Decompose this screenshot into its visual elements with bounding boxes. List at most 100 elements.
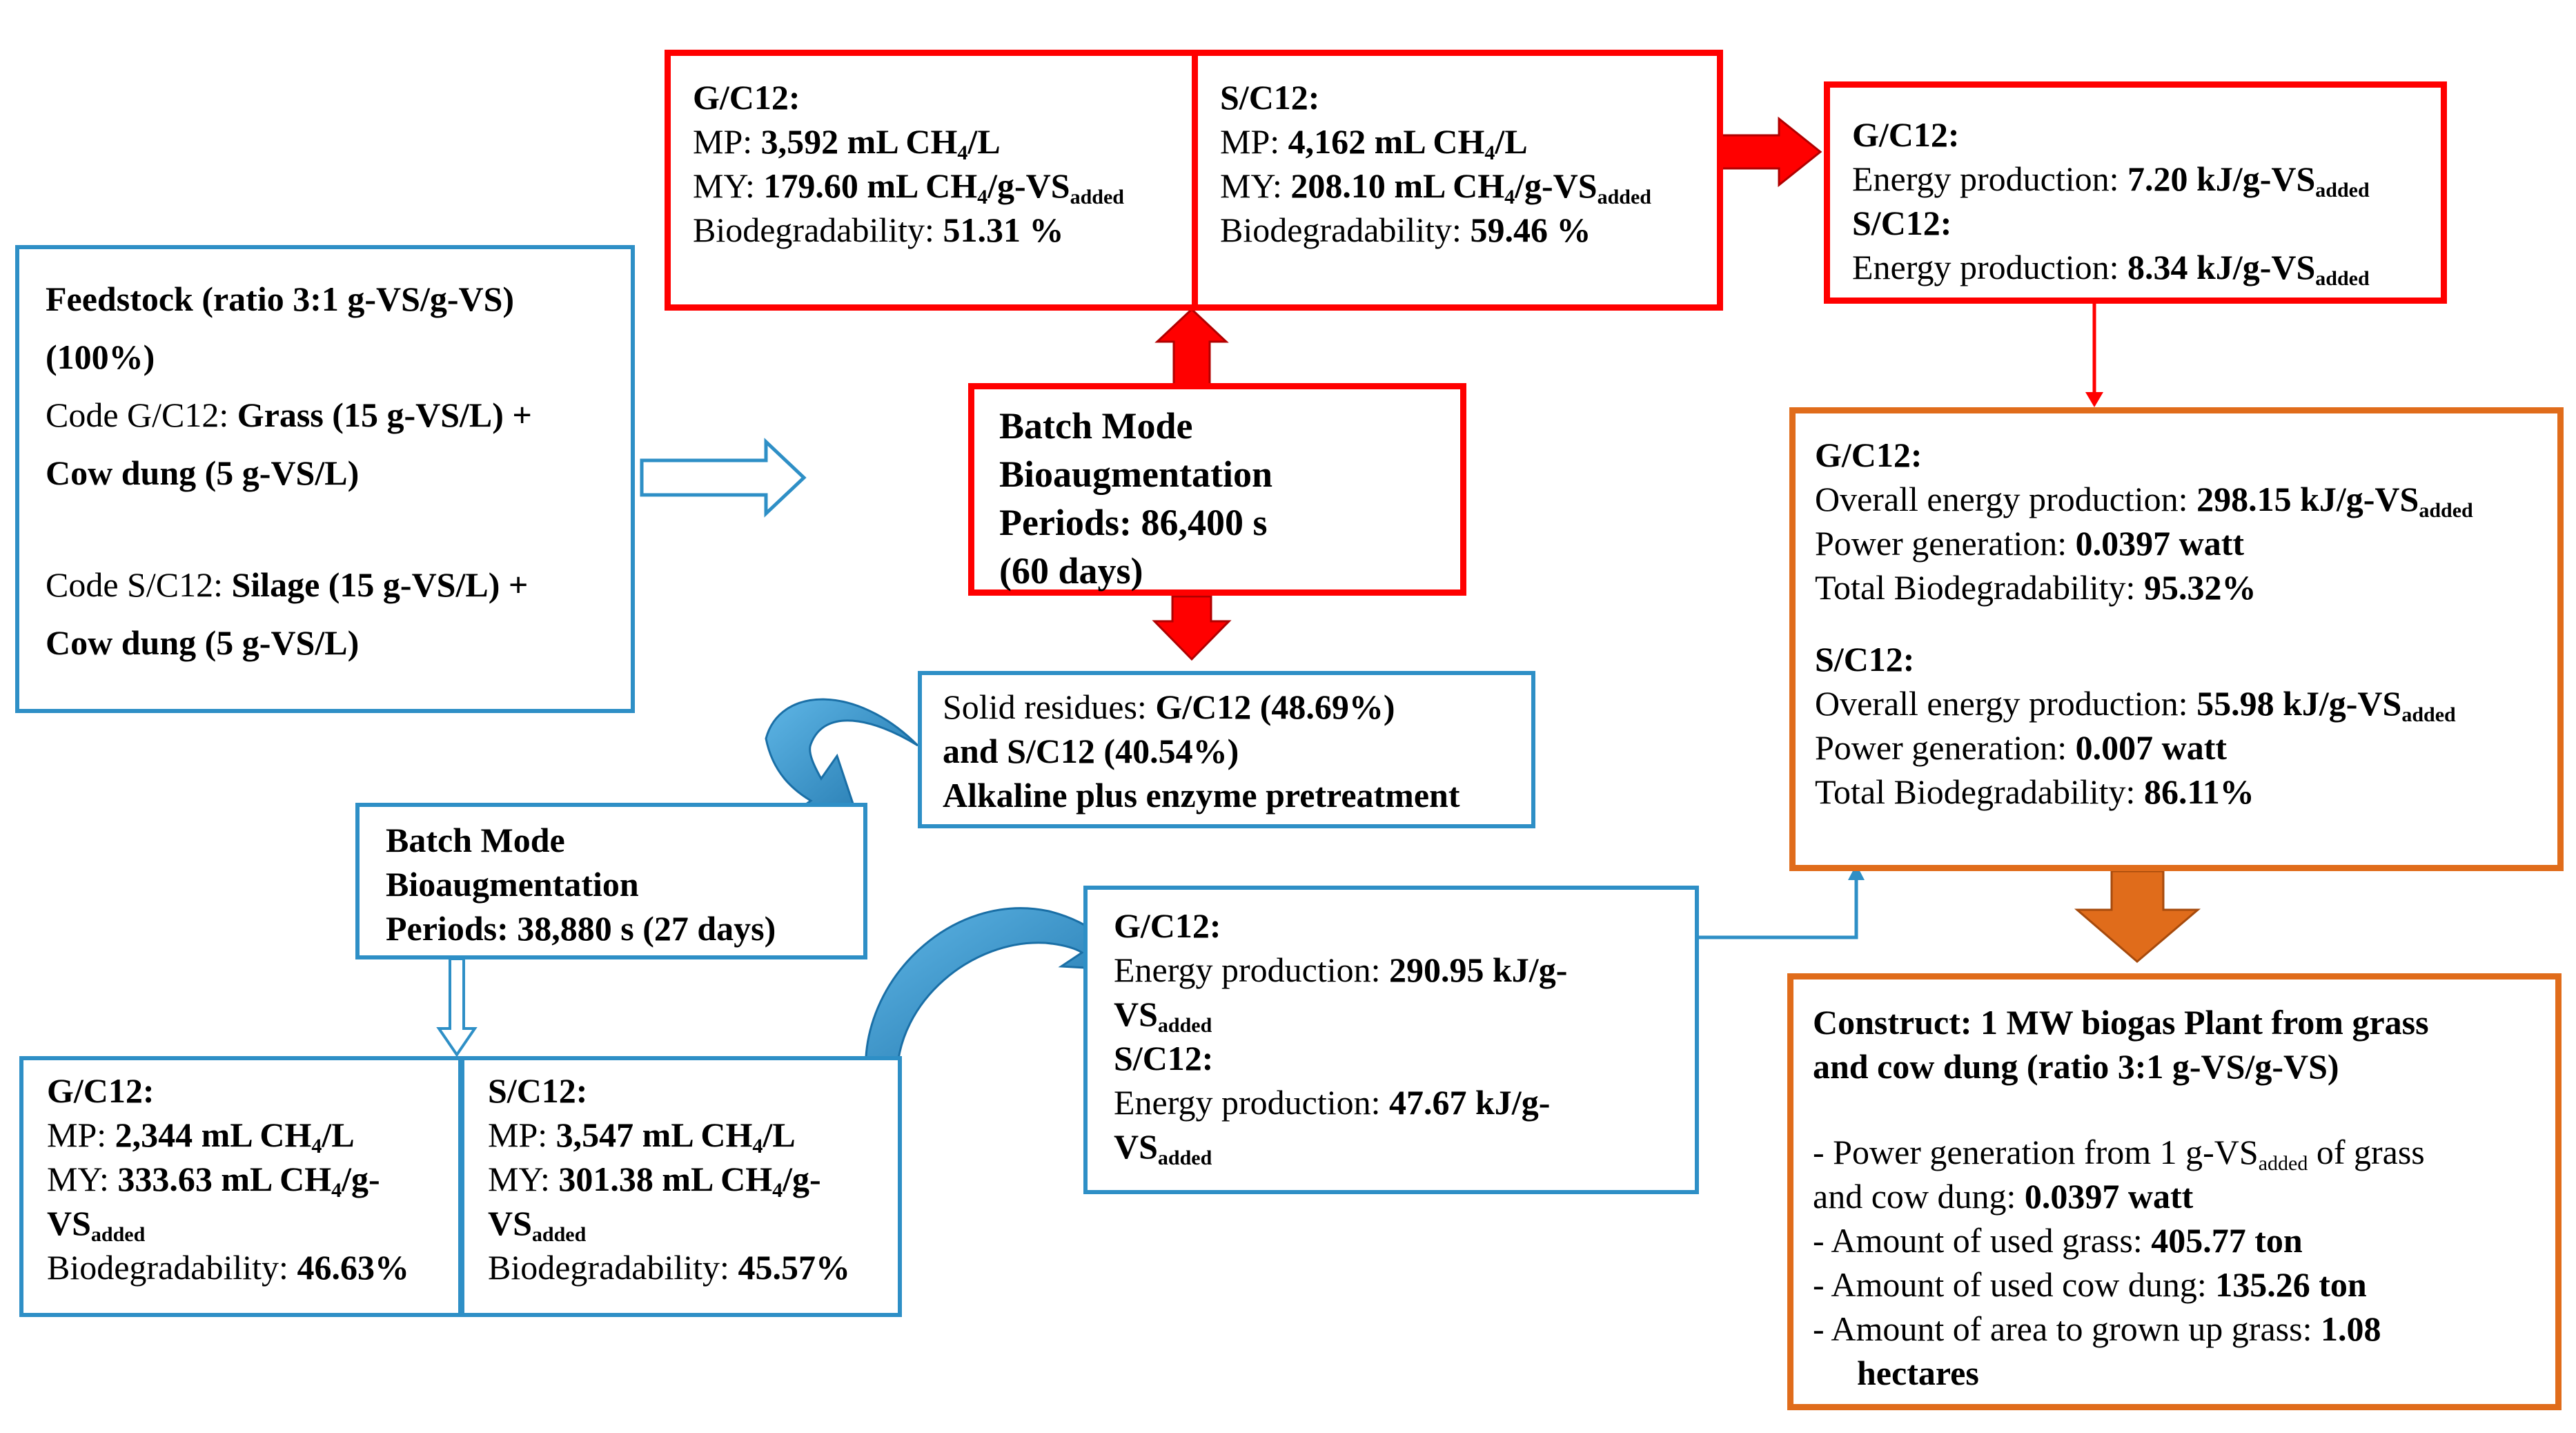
- my-value: 179.60 mL CH4/g-VSadded: [763, 166, 1124, 208]
- overall-g-bio: Total Biodegradability: 95.32%: [1815, 565, 2538, 610]
- solid-line3: Alkaline plus enzyme pretreatment: [943, 776, 1460, 815]
- vs-sub: added: [2315, 267, 2370, 290]
- vs-sub: added: [2315, 179, 2370, 202]
- bottom-s-bio: Biodegradability: 45.57%: [488, 1245, 874, 1289]
- my-unit: /g-: [342, 1160, 380, 1198]
- bio-value: 59.46 %: [1470, 211, 1591, 249]
- energy-top-s-code: S/C12:: [1852, 204, 1952, 242]
- construct-item3: - Amount of used cow dung: 135.26 ton: [1813, 1263, 2536, 1307]
- ch4-sub: 4: [772, 1179, 783, 1202]
- mp-value: 3,547 mL CH4/L: [556, 1115, 796, 1157]
- orange-down-arrow: [2074, 870, 2201, 963]
- item2-value: 405.77 ton: [2151, 1221, 2303, 1260]
- top-g-my: MY: 179.60 mL CH4/g-VSadded: [693, 164, 1170, 208]
- bottom-g-box: G/C12: MP: 2,344 mL CH4/L MY: 333.63 mL …: [19, 1056, 462, 1317]
- item1-text-c: and cow dung:: [1813, 1177, 2025, 1216]
- feedstock-percent: (100%): [46, 338, 155, 376]
- my-unit: /g-VS: [987, 166, 1070, 205]
- energy-mid-s-code: S/C12:: [1114, 1039, 1214, 1078]
- mp-label: MP:: [1220, 122, 1288, 161]
- batch60-line2: Bioaugmentation: [999, 454, 1273, 495]
- bottom-s-vs: VSadded: [488, 1201, 874, 1245]
- bottom-s-box: S/C12: MP: 3,547 mL CH4/L MY: 301.38 mL …: [460, 1056, 902, 1317]
- vs: VS: [488, 1204, 532, 1242]
- vs-sub: added: [1070, 186, 1124, 208]
- per-l: /L: [1495, 122, 1528, 161]
- curved-arrow-solid-to-batch: [765, 698, 919, 830]
- energy-label: Overall energy production:: [1815, 480, 2197, 518]
- ch4-sub: 4: [977, 186, 988, 208]
- bio-value: 95.32%: [2143, 568, 2257, 607]
- energy-mid-g-code: G/C12:: [1114, 906, 1221, 945]
- energy-number: 298.15 kJ/g-VS: [2196, 480, 2419, 518]
- vs-sub: added: [2258, 1152, 2308, 1175]
- ch4-sub: 4: [957, 142, 968, 164]
- top-s-box: S/C12: MP: 4,162 mL CH4/L MY: 208.10 mL …: [1192, 50, 1723, 311]
- top-g-bio: Biodegradability: 51.31 %: [693, 208, 1170, 252]
- construct-item2: - Amount of used grass: 405.77 ton: [1813, 1218, 2536, 1263]
- overall-s-power: Power generation: 0.007 watt: [1815, 725, 2538, 770]
- bio-value: 45.57%: [738, 1248, 850, 1287]
- energy-top-g-line: Energy production: 7.20 kJ/g-VSadded: [1852, 157, 2419, 201]
- my-unit: /g-VS: [1515, 166, 1597, 205]
- energy-number: 55.98 kJ/g-VS: [2196, 684, 2402, 723]
- energy-number: 7.20 kJ/g-VS: [2127, 159, 2316, 198]
- construct-title2: and cow dung (ratio 3:1 g-VS/g-VS): [1813, 1047, 2339, 1086]
- solid-line2: and S/C12 (40.54%): [943, 732, 1239, 770]
- blue-elbow-connector: [1699, 877, 1858, 939]
- red-thin-arrowhead: [2085, 392, 2103, 407]
- bottom-g-code: G/C12:: [47, 1071, 155, 1110]
- energy-value: 47.67 kJ/g-: [1389, 1083, 1551, 1122]
- batch60-line4: (60 days): [999, 550, 1143, 592]
- energy-label: Energy production:: [1114, 1083, 1389, 1122]
- solid-value: G/C12 (48.69%): [1155, 688, 1395, 726]
- red-down-arrow: [1152, 595, 1232, 661]
- mp-number: 3,592 mL: [760, 122, 906, 161]
- mp-value: 2,344 mL CH4/L: [115, 1115, 355, 1157]
- top-s-code: S/C12:: [1220, 78, 1320, 117]
- red-right-arrow: [1719, 116, 1822, 188]
- bio-label: Total Biodegradability:: [1815, 772, 2144, 811]
- top-s-bio: Biodegradability: 59.46 %: [1220, 208, 1695, 252]
- energy-value: 298.15 kJ/g-VSadded: [2196, 480, 2473, 521]
- hollow-down-arrow: [436, 957, 478, 1057]
- blue-elbow-arrowhead: [1848, 864, 1865, 880]
- energy-mid-s-vs: VSadded: [1114, 1124, 1669, 1169]
- item1-value: 0.0397 watt: [2024, 1177, 2194, 1216]
- per-l: /L: [763, 1115, 796, 1154]
- ch4: CH: [700, 1115, 753, 1154]
- my-value: 208.10 mL CH4/g-VSadded: [1290, 166, 1651, 208]
- ch4-sub: 4: [1484, 142, 1495, 164]
- energy-label: Energy production:: [1852, 159, 2127, 198]
- bottom-s-my: MY: 301.38 mL CH4/g-: [488, 1157, 874, 1201]
- vs-sub: added: [1157, 1147, 1212, 1169]
- bottom-g-vs: VSadded: [47, 1201, 435, 1245]
- item3-value: 135.26 ton: [2215, 1265, 2367, 1304]
- batch27-line3: Periods: 38,880 s (27 days): [386, 909, 776, 948]
- mp-label: MP:: [488, 1115, 556, 1154]
- batch27-line2: Bioaugmentation: [386, 865, 639, 904]
- mp-number: 2,344 mL: [115, 1115, 260, 1154]
- construct-item1: - Power generation from 1 g-VSadded of g…: [1813, 1130, 2536, 1174]
- top-s-my: MY: 208.10 mL CH4/g-VSadded: [1220, 164, 1695, 208]
- energy-top-box: G/C12: Energy production: 7.20 kJ/g-VSad…: [1824, 81, 2447, 304]
- batch-mode-27-box: Batch Mode Bioaugmentation Periods: 38,8…: [355, 803, 867, 959]
- power-label: Power generation:: [1815, 728, 2076, 767]
- ch4: CH: [925, 166, 978, 205]
- vs-sub: added: [90, 1223, 146, 1246]
- vs-sub: added: [2401, 703, 2456, 726]
- construct-item4: - Amount of area to grown up grass: 1.08: [1813, 1307, 2536, 1351]
- bio-value: 51.31 %: [943, 211, 1064, 249]
- construct-box: Construct: 1 MW biogas Plant from grass …: [1787, 973, 2562, 1410]
- item2-label: - Amount of used grass:: [1813, 1221, 2152, 1260]
- mp-label: MP:: [47, 1115, 115, 1154]
- bottom-g-bio: Biodegradability: 46.63%: [47, 1245, 435, 1289]
- my-value: 301.38 mL CH4/g-: [558, 1160, 820, 1201]
- ch4: CH: [1433, 122, 1485, 161]
- energy-mid-g-vs: VSadded: [1114, 992, 1669, 1036]
- energy-value: 8.34 kJ/g-VSadded: [2127, 248, 2370, 289]
- ch4-sub: 4: [311, 1135, 322, 1158]
- top-g-code: G/C12:: [693, 78, 800, 117]
- overall-box: G/C12: Overall energy production: 298.15…: [1789, 407, 2564, 871]
- s-code-label: Code S/C12:: [46, 565, 232, 604]
